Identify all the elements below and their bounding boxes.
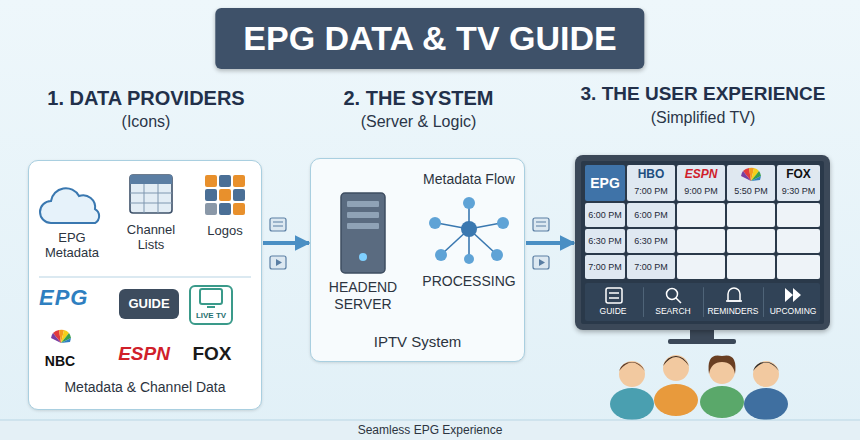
node-text: Metadata & Channel Data bbox=[29, 379, 261, 395]
tv-stand bbox=[668, 330, 736, 344]
menu-button: SEARCH bbox=[644, 306, 702, 316]
processing-icon: Metadata FlowPROCESSING bbox=[417, 171, 521, 303]
time-cell: 6:30 PM bbox=[627, 236, 675, 246]
node-text: 2. THE SYSTEM bbox=[281, 87, 556, 110]
caption: Seamless EPG Experience bbox=[0, 421, 860, 440]
tv-screen: 3. THE USER EXPERIENCE(Simplified TV)EPG… bbox=[575, 155, 830, 330]
grid-cell bbox=[677, 203, 725, 227]
logo-tiles bbox=[195, 171, 255, 219]
logo-text: NBC bbox=[35, 353, 85, 369]
title-banner: EPG DATA & TV GUIDE bbox=[215, 8, 644, 69]
time-cell: 9:00 PM bbox=[677, 186, 725, 196]
time-cell: 6:00 PM bbox=[627, 210, 675, 220]
menu-button: REMINDERS bbox=[704, 306, 762, 316]
channel-logo: FOX bbox=[777, 167, 820, 181]
menu-button: UPCOMING bbox=[764, 306, 822, 316]
flow-arrow bbox=[526, 241, 574, 245]
channel-logo: HBO bbox=[627, 167, 675, 181]
node-text: Channel Lists bbox=[117, 223, 185, 253]
node-text: IPTV System bbox=[311, 333, 524, 350]
metadata-icon: EPG Metadata bbox=[33, 185, 111, 267]
node-text: 3. THE USER EXPERIENCE bbox=[553, 83, 853, 105]
grid-cell bbox=[777, 203, 820, 227]
grid-cell bbox=[727, 255, 775, 279]
caption-rule bbox=[0, 420, 860, 421]
grid-cell bbox=[643, 287, 644, 317]
logo-badge: GUIDE bbox=[119, 289, 179, 319]
time-cell: 5:50 PM bbox=[727, 186, 775, 196]
flow-arrow bbox=[263, 241, 309, 245]
grid-cell bbox=[677, 229, 725, 253]
logo-text: EPG bbox=[39, 285, 103, 311]
logo-badge: LIVE TV bbox=[189, 285, 233, 325]
logo-text: FOX bbox=[187, 343, 237, 365]
node-text: (Icons) bbox=[9, 113, 283, 131]
node-text: EPG Metadata bbox=[33, 231, 111, 261]
time-cell: 9:30 PM bbox=[777, 186, 820, 196]
viewers-illustration bbox=[610, 355, 788, 420]
caption-band bbox=[0, 420, 860, 440]
grid-cell bbox=[703, 287, 704, 317]
provider-panel: 1. DATA PROVIDERS(Icons)Metadata & Chann… bbox=[28, 160, 262, 410]
time-cell: 6:00 PM bbox=[585, 210, 625, 220]
network-graph bbox=[417, 195, 521, 265]
time-cell: 7:00 PM bbox=[627, 262, 675, 272]
server-tower bbox=[323, 191, 403, 277]
node-text: PROCESSING bbox=[411, 273, 527, 289]
time-cell: 7:00 PM bbox=[627, 186, 675, 196]
channel-logo: ESPN bbox=[677, 167, 725, 181]
node-text: HEADEND SERVER bbox=[319, 279, 407, 313]
time-cell: 6:30 PM bbox=[585, 236, 625, 246]
cloud-icon bbox=[33, 185, 111, 229]
node-text: Logos bbox=[195, 223, 255, 238]
grid-header: EPG bbox=[585, 165, 625, 201]
logos-icon: Logos bbox=[195, 171, 255, 245]
channel-list-icon: Channel Lists bbox=[121, 171, 181, 267]
grid-cell bbox=[677, 255, 725, 279]
grid-cell bbox=[727, 229, 775, 253]
grid-cell bbox=[777, 255, 820, 279]
menu-button: GUIDE bbox=[584, 306, 642, 316]
time-cell: 7:00 PM bbox=[585, 262, 625, 272]
grid-cell bbox=[727, 203, 775, 227]
node-text: 1. DATA PROVIDERS bbox=[9, 87, 283, 110]
logo-text: ESPN bbox=[109, 343, 179, 365]
system-panel: 2. THE SYSTEM(Server & Logic)IPTV System… bbox=[310, 158, 525, 362]
node-text: (Server & Logic) bbox=[281, 113, 556, 131]
server-icon: HEADEND SERVER bbox=[323, 191, 403, 321]
grid-icon bbox=[121, 171, 181, 219]
grid-cell bbox=[777, 229, 820, 253]
node-text: (Simplified TV) bbox=[553, 109, 853, 127]
node-text: Metadata Flow bbox=[411, 171, 527, 187]
grid-cell bbox=[763, 287, 764, 317]
